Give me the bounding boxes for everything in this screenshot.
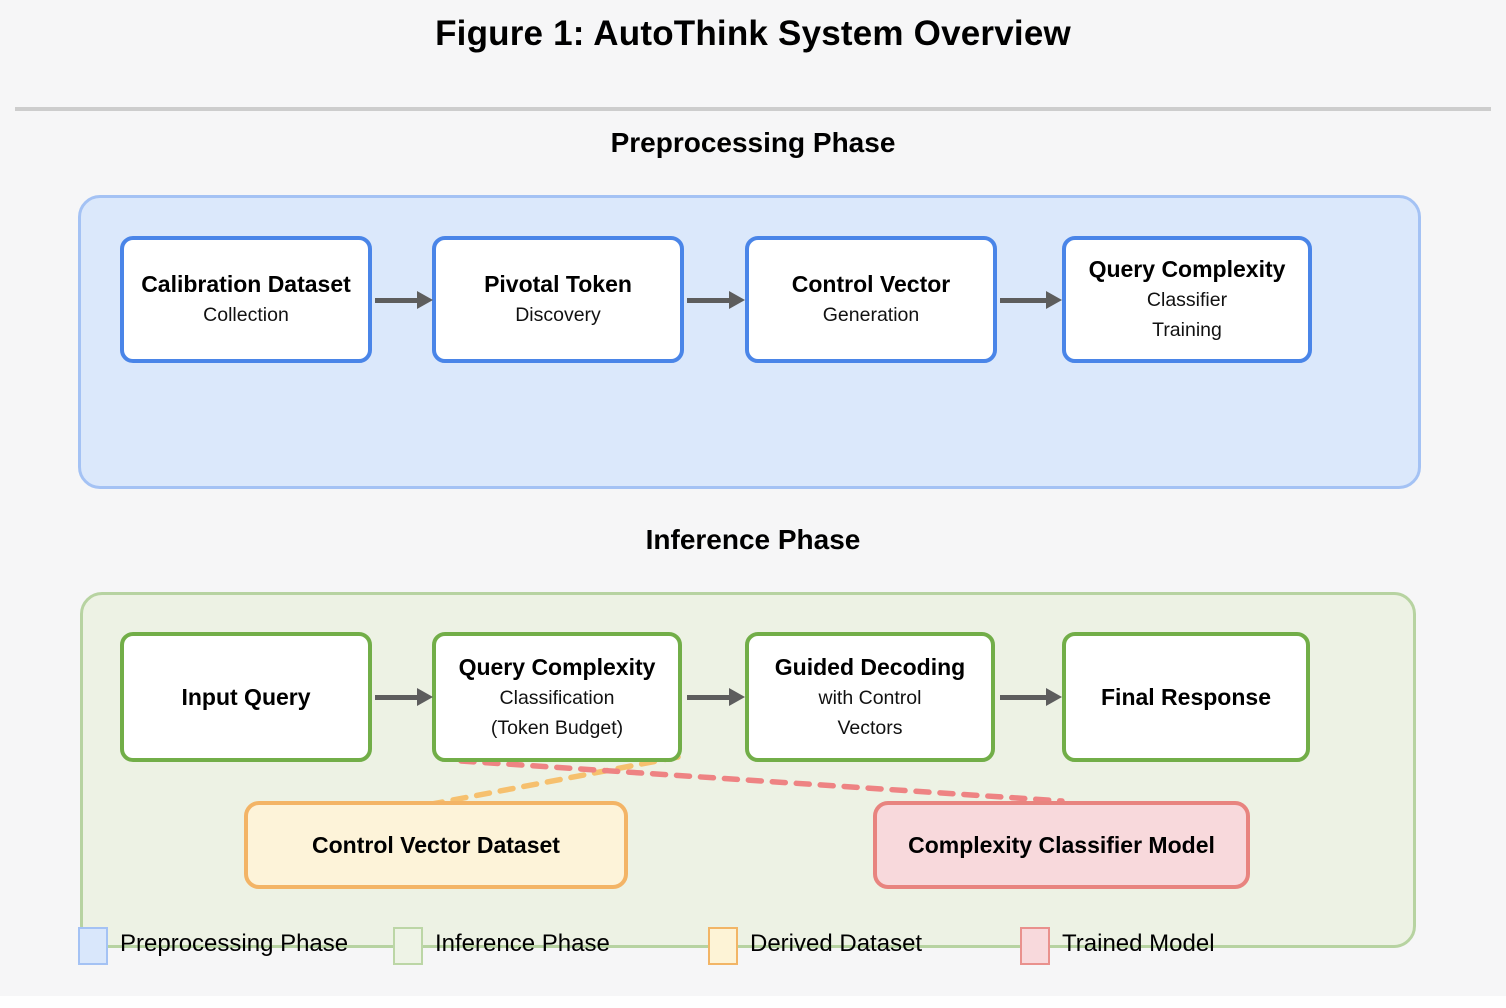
horizontal-divider	[15, 107, 1491, 111]
flow-arrow	[1000, 291, 1062, 309]
node-title: Query Complexity	[458, 653, 656, 680]
node-query-complexity-classification: Query Complexity Classification (Token B…	[432, 632, 682, 762]
node-subtitle: Training	[1152, 319, 1222, 341]
node-control-vector-dataset: Control Vector Dataset	[244, 801, 628, 889]
node-calibration-dataset: Calibration Dataset Collection	[120, 236, 372, 363]
preprocessing-phase-heading: Preprocessing Phase	[610, 127, 896, 158]
flow-arrow	[375, 291, 433, 309]
node-subtitle: Classifier	[1146, 289, 1228, 311]
node-subtitle: Vectors	[837, 716, 903, 739]
inference-phase-heading: Inference Phase	[645, 524, 861, 555]
legend-swatch-preprocessing	[78, 927, 108, 965]
node-subtitle: with Control	[818, 686, 922, 709]
node-title: Input Query	[181, 683, 311, 710]
node-guided-decoding: Guided Decoding with Control Vectors	[745, 632, 995, 762]
node-query-complexity-training: Query Complexity Classifier Training	[1062, 236, 1312, 363]
node-title: Calibration Dataset	[141, 271, 351, 297]
node-title: Query Complexity	[1088, 256, 1286, 282]
node-subtitle: (Token Budget)	[490, 716, 624, 739]
node-title: Final Response	[1101, 683, 1271, 710]
node-subtitle: Classification	[499, 686, 615, 709]
node-title: Pivotal Token	[484, 271, 632, 297]
flow-arrow	[1000, 688, 1062, 706]
flow-arrow	[687, 291, 745, 309]
node-complexity-classifier-model: Complexity Classifier Model	[873, 801, 1250, 889]
node-subtitle: Discovery	[515, 304, 601, 326]
node-pivotal-token: Pivotal Token Discovery	[432, 236, 684, 363]
flow-arrow	[687, 688, 745, 706]
flow-arrow	[375, 688, 433, 706]
figure-title: Figure 1: AutoThink System Overview	[435, 14, 1071, 53]
legend-label: Inference Phase	[435, 930, 610, 957]
node-input-query: Input Query	[120, 632, 372, 762]
node-title: Control Vector	[791, 271, 951, 297]
node-subtitle: Generation	[822, 304, 920, 326]
legend-swatch-inference	[393, 927, 423, 965]
legend-swatch-trained-model	[1020, 927, 1050, 965]
legend-label: Preprocessing Phase	[120, 930, 349, 957]
node-control-vector: Control Vector Generation	[745, 236, 997, 363]
node-final-response: Final Response	[1062, 632, 1310, 762]
node-title: Guided Decoding	[774, 653, 966, 680]
node-subtitle: Collection	[203, 304, 289, 326]
bottom-page-strip	[0, 996, 1506, 1008]
legend-swatch-derived-dataset	[708, 927, 738, 965]
legend-label: Trained Model	[1062, 930, 1215, 957]
legend-label: Derived Dataset	[750, 930, 923, 957]
